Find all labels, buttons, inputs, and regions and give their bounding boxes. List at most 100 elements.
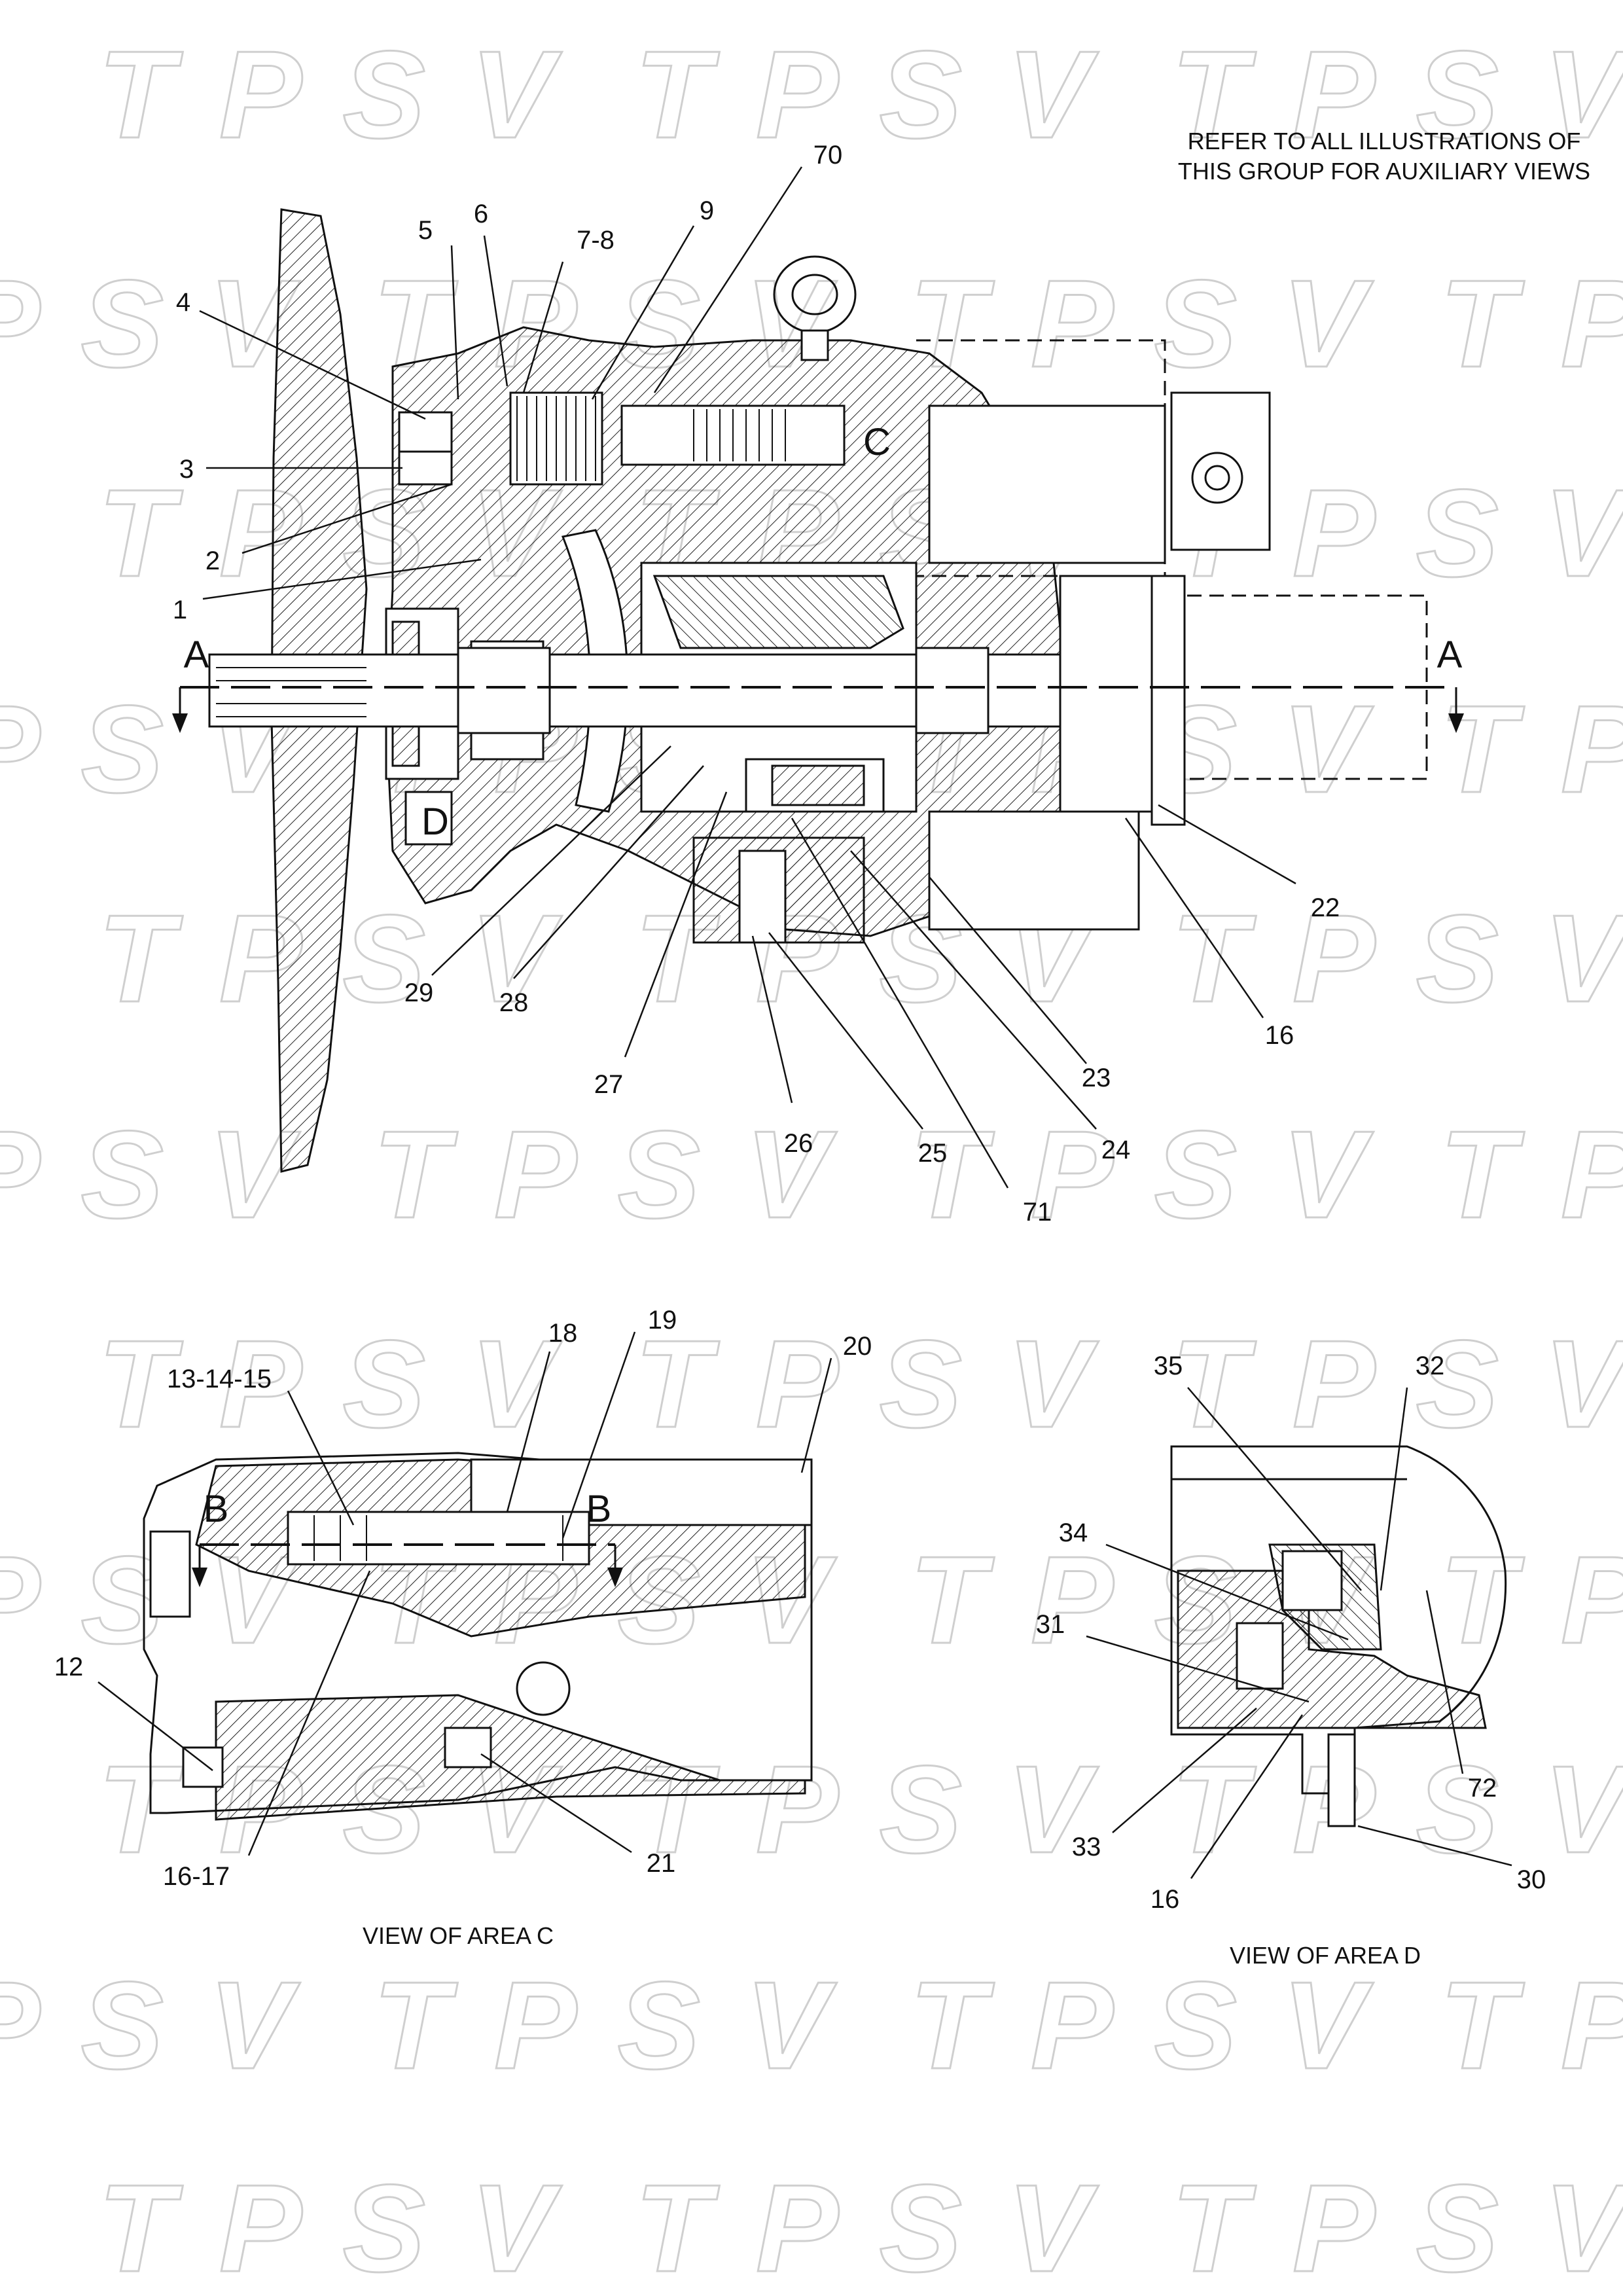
callout-30: 30 [1517,1865,1546,1894]
watermark: T P S V [1440,255,1623,393]
callout-2: 2 [205,547,220,575]
callout-26: 26 [784,1129,813,1158]
area-d-box [404,791,453,846]
regulator-unit [1170,391,1271,551]
callout-16-17: 16-17 [163,1862,230,1891]
bolt-washer [398,450,453,486]
callout-5: 5 [418,216,433,245]
section-arrow-a-right-head [1448,713,1464,733]
view-d-pin [1327,1733,1356,1827]
callout-72: 72 [1468,1774,1497,1803]
section-letter-b-right: B [586,1488,612,1530]
shaft-spline [216,667,366,717]
callout-32: 32 [1416,1352,1445,1380]
section-letter-a-right: A [1437,634,1463,676]
callout-9: 9 [700,196,714,225]
watermark: T P S V [635,1315,1099,1454]
view-area-d: 35 32 34 31 72 33 16 30 VIEW OF AREA D [1036,1352,1546,1969]
callout-35: 35 [1154,1352,1183,1380]
watermark: T P S V [910,1105,1374,1244]
rear-cover [1059,575,1166,813]
rear-flange [1150,575,1186,826]
lifting-eye-inner [791,274,838,315]
view-c-leaders [98,1331,832,1856]
watermark: T P S V [1440,1956,1623,2095]
callout-29: 29 [404,978,434,1007]
watermark: T P S V [98,26,562,164]
view-c-plug [444,1727,492,1768]
view-c-spool [287,1511,590,1566]
callout-28: 28 [499,988,529,1017]
watermark: T P S V [98,2159,562,2296]
callout-71: 71 [1023,1198,1052,1227]
watermark: T P S V [1171,1315,1623,1454]
callout-18: 18 [548,1319,578,1348]
view-c-caption: VIEW OF AREA C [363,1922,554,1949]
watermark: T P S V [635,2159,1099,2296]
watermark: T P S V [1171,26,1623,164]
regulator-adjuster [1191,452,1243,504]
section-letter-b-left: B [204,1488,229,1530]
reference-note-line1: REFER TO ALL ILLUSTRATIONS OF [1188,128,1581,154]
main-section-view: D C A A [172,141,1464,1227]
main-leaders [199,166,1296,1189]
drive-shaft-rear [915,647,990,734]
view-area-c: B B 13-14-15 18 19 20 12 16-17 21 VIEW O… [54,1306,872,1949]
watermark: T P S V [1171,2159,1623,2296]
view-d-piston [1281,1550,1343,1611]
watermark: T P S V [1440,1105,1623,1244]
callout-4: 4 [176,288,190,317]
callout-7-8: 7-8 [577,226,615,255]
piston-71-body [771,764,865,806]
callout-27: 27 [594,1070,624,1099]
view-c-housing-lower [215,1694,806,1821]
view-c-side-port [149,1530,191,1618]
callout-19: 19 [648,1306,677,1335]
callout-16-d: 16 [1150,1885,1180,1914]
watermark: T P S V [98,1315,562,1454]
section-arrow-b-right-head [607,1568,623,1587]
watermark: T P S V [1440,680,1623,819]
watermark: T P S V [0,1105,300,1244]
callout-6: 6 [474,200,488,228]
view-d-caption: VIEW OF AREA D [1230,1942,1421,1969]
callout-21: 21 [647,1849,676,1878]
drive-shaft-collar [457,647,551,734]
watermark: T P S V [910,1956,1374,2095]
watermark: T P S V [1440,1531,1623,1670]
callout-24: 24 [1101,1136,1131,1164]
callout-25: 25 [918,1139,948,1168]
reference-note-line2: THIS GROUP FOR AUXILIARY VIEWS [1178,158,1590,185]
regulator-adjuster-inner [1204,465,1230,491]
watermark: T P S V [373,1105,837,1244]
watermark: T P S V [0,1956,300,2095]
callout-1: 1 [173,596,187,624]
view-c-plug-12 [182,1746,224,1788]
view-d-leaders [1086,1387,1512,1879]
gear-shaft-teeth [693,409,786,461]
regulator-body [928,404,1166,564]
watermark: T P S V [1171,889,1623,1028]
view-c-port [516,1661,571,1716]
lifting-eye-stem [800,329,829,361]
piston-shoe [652,575,904,649]
watermark: T P S V [0,255,300,393]
callout-3: 3 [179,455,194,484]
callout-22: 22 [1311,893,1340,922]
gear-teeth [516,396,596,481]
area-d-letter: D [421,800,449,843]
area-c-letter: C [863,421,891,463]
watermark: T P S V [910,255,1374,393]
watermark: T P S V [1171,1740,1623,1879]
callout-70: 70 [813,141,843,170]
callout-23: 23 [1082,1064,1111,1092]
callout-20: 20 [843,1332,872,1361]
callout-33: 33 [1072,1833,1101,1861]
view-d-plug [1236,1622,1284,1690]
callout-34: 34 [1059,1518,1088,1547]
watermark: T P S V [635,1740,1099,1879]
watermark: T P S V [635,26,1099,164]
lower-housing-lobe [928,810,1140,931]
section-letter-a-left: A [184,634,209,676]
callout-12: 12 [54,1653,84,1681]
